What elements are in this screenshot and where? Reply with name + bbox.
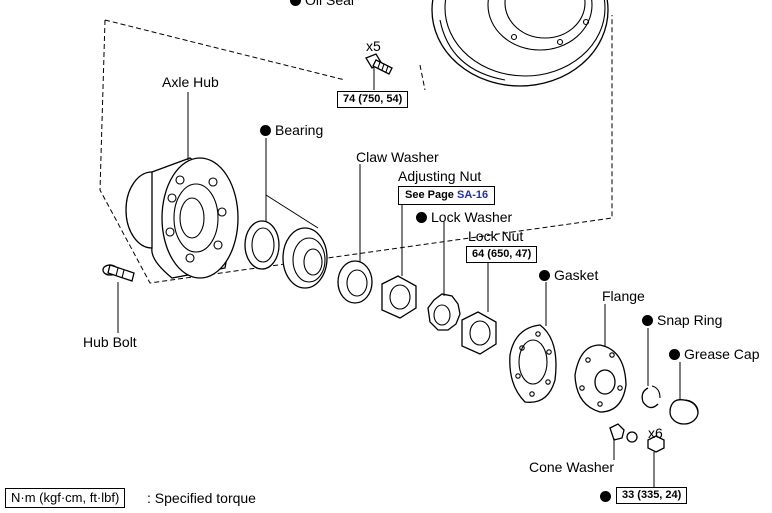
torque-flange-nuts-bullet bbox=[600, 488, 615, 504]
label-gasket: Gasket bbox=[539, 267, 598, 283]
label-adjusting-nut: Adjusting Nut bbox=[398, 168, 482, 184]
flange bbox=[574, 304, 627, 413]
disc-bolt bbox=[365, 53, 393, 90]
bearing bbox=[244, 138, 328, 289]
label-flange: Flange bbox=[602, 288, 645, 304]
label-lock-nut: Lock Nut bbox=[468, 228, 524, 244]
label-claw-washer: Claw Washer bbox=[356, 149, 439, 165]
label-text: Bearing bbox=[275, 122, 324, 138]
label-snap-ring: Snap Ring bbox=[642, 312, 722, 328]
torque-lock-nut: 64 (650, 47) bbox=[466, 246, 538, 263]
label-axle-hub: Axle Hub bbox=[162, 74, 219, 90]
legend-torque-text: : Specified torque bbox=[147, 490, 256, 506]
nut-qty: x6 bbox=[648, 425, 663, 441]
torque-disc-bolts: 74 (750, 54) bbox=[337, 91, 409, 108]
bullet-dot bbox=[539, 270, 550, 281]
label-text: Lock Washer bbox=[431, 209, 513, 225]
gasket bbox=[509, 282, 557, 403]
label-text: Snap Ring bbox=[657, 312, 723, 328]
bullet-dot bbox=[600, 491, 611, 502]
label-text: Grease Cap bbox=[684, 346, 760, 362]
bullet-dot bbox=[642, 315, 653, 326]
label-hub-bolt: Hub Bolt bbox=[83, 334, 137, 350]
legend-torque-unit: N·m (kgf·cm, ft·lbf) bbox=[5, 488, 126, 508]
flange-nut bbox=[647, 435, 665, 488]
bullet-dot bbox=[669, 349, 680, 360]
label-cone-washer: Cone Washer bbox=[529, 459, 615, 475]
lock-washer bbox=[427, 222, 461, 331]
bolt-qty: x5 bbox=[366, 38, 381, 54]
adjusting-nut bbox=[381, 205, 417, 319]
label-bearing: Bearing bbox=[260, 122, 323, 138]
bullet-dot bbox=[416, 212, 427, 223]
label-grease-cap: Grease Cap bbox=[669, 346, 759, 362]
brake-disc bbox=[431, 0, 609, 87]
snap-ring bbox=[641, 328, 661, 409]
grease-cap bbox=[669, 362, 699, 425]
bullet-dot bbox=[260, 125, 271, 136]
label-lock-washer: Lock Washer bbox=[416, 209, 512, 225]
see-page-reference[interactable]: See Page SA-16 bbox=[398, 186, 496, 205]
label-oil-seal: Oil Seal bbox=[290, 0, 354, 8]
label-text: Oil Seal bbox=[305, 0, 355, 8]
torque-flange-nuts: 33 (335, 24) bbox=[616, 487, 688, 504]
hub-bolt bbox=[102, 264, 135, 333]
cone-washer bbox=[609, 423, 638, 460]
phantom-outline bbox=[99, 15, 613, 284]
claw-washer bbox=[337, 164, 373, 304]
axle-hub bbox=[125, 92, 239, 279]
label-text: Gasket bbox=[554, 267, 599, 283]
bullet-dot bbox=[290, 0, 301, 6]
reference-page-link[interactable]: SA-16 bbox=[456, 189, 489, 201]
lock-nut bbox=[461, 262, 497, 355]
reference-prefix: See Page bbox=[405, 189, 457, 201]
